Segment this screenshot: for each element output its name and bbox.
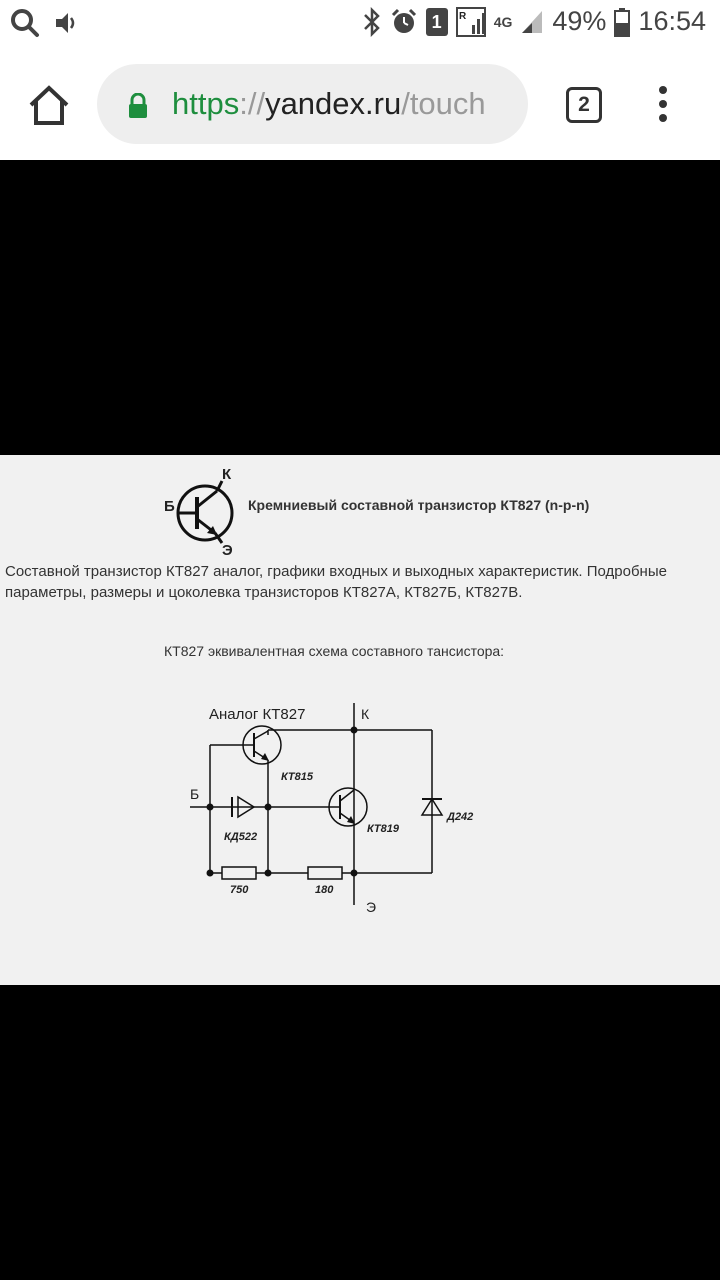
tab-count: 2: [578, 93, 590, 116]
signal-roaming-label: R: [459, 11, 467, 22]
transistor-symbol: Б К Э: [164, 466, 234, 559]
sim-slot-number: 1: [431, 11, 442, 32]
article-image[interactable]: Б К Э Кремниевый составной транзистор КТ…: [0, 455, 720, 985]
sim-icon: 1: [425, 7, 448, 36]
article-heading: Кремниевый составной транзистор КТ827 (n…: [248, 497, 590, 513]
bluetooth-icon: [363, 6, 380, 37]
battery-icon: [614, 7, 631, 37]
status-bar: 1 R 4G 49% 16:54: [0, 0, 720, 50]
schematic-t1-label: КТ815: [281, 771, 314, 783]
address-bar[interactable]: https://yandex.ru/touch: [97, 64, 528, 144]
schematic-diode1-label: КД522: [224, 831, 257, 843]
overflow-menu-icon[interactable]: [655, 86, 671, 126]
schematic-diode2-label: Д242: [446, 811, 473, 823]
image-letterbox-bottom: [0, 985, 720, 1280]
battery-percent: 49%: [552, 6, 607, 36]
search-icon: [11, 9, 39, 37]
tab-switcher-button[interactable]: 2: [566, 87, 602, 123]
url-text[interactable]: https://yandex.ru/touch: [172, 86, 486, 122]
volume-icon: [56, 13, 75, 33]
schematic-r2-label: 180: [315, 884, 334, 896]
schematic-analog-label: Аналог КТ827: [209, 706, 305, 723]
schematic-base-label: Б: [190, 786, 199, 802]
symbol-collector-label: К: [222, 466, 232, 483]
clock: 16:54: [638, 6, 706, 36]
url-scheme: https: [172, 86, 240, 121]
browser-toolbar: https://yandex.ru/touch 2: [0, 50, 720, 160]
url-path: /touch: [401, 86, 486, 121]
schematic-title: КТ827 эквивалентная схема составного тан…: [164, 643, 505, 659]
home-icon[interactable]: [26, 83, 72, 129]
signal-bars-icon: [522, 10, 543, 33]
schematic-t2-label: КТ819: [367, 823, 400, 835]
lock-icon: [129, 93, 147, 118]
alarm-icon: [391, 8, 416, 33]
schematic-r1-label: 750: [230, 884, 249, 896]
image-letterbox-top: [0, 160, 720, 455]
symbol-base-label: Б: [164, 498, 175, 515]
schematic-collector-label: К: [361, 706, 370, 722]
url-separator: ://: [239, 86, 266, 121]
symbol-emitter-label: Э: [222, 542, 233, 559]
signal-icon: R: [455, 6, 486, 37]
article-description: Составной транзистор КТ827 аналог, графи…: [5, 563, 667, 601]
url-host: yandex.ru: [265, 86, 402, 121]
network-type: 4G: [493, 13, 513, 30]
equivalent-schematic: Аналог КТ827 К Б Э КТ815 КТ819 КД522 Д24…: [190, 703, 473, 915]
schematic-emitter-label: Э: [366, 899, 376, 915]
